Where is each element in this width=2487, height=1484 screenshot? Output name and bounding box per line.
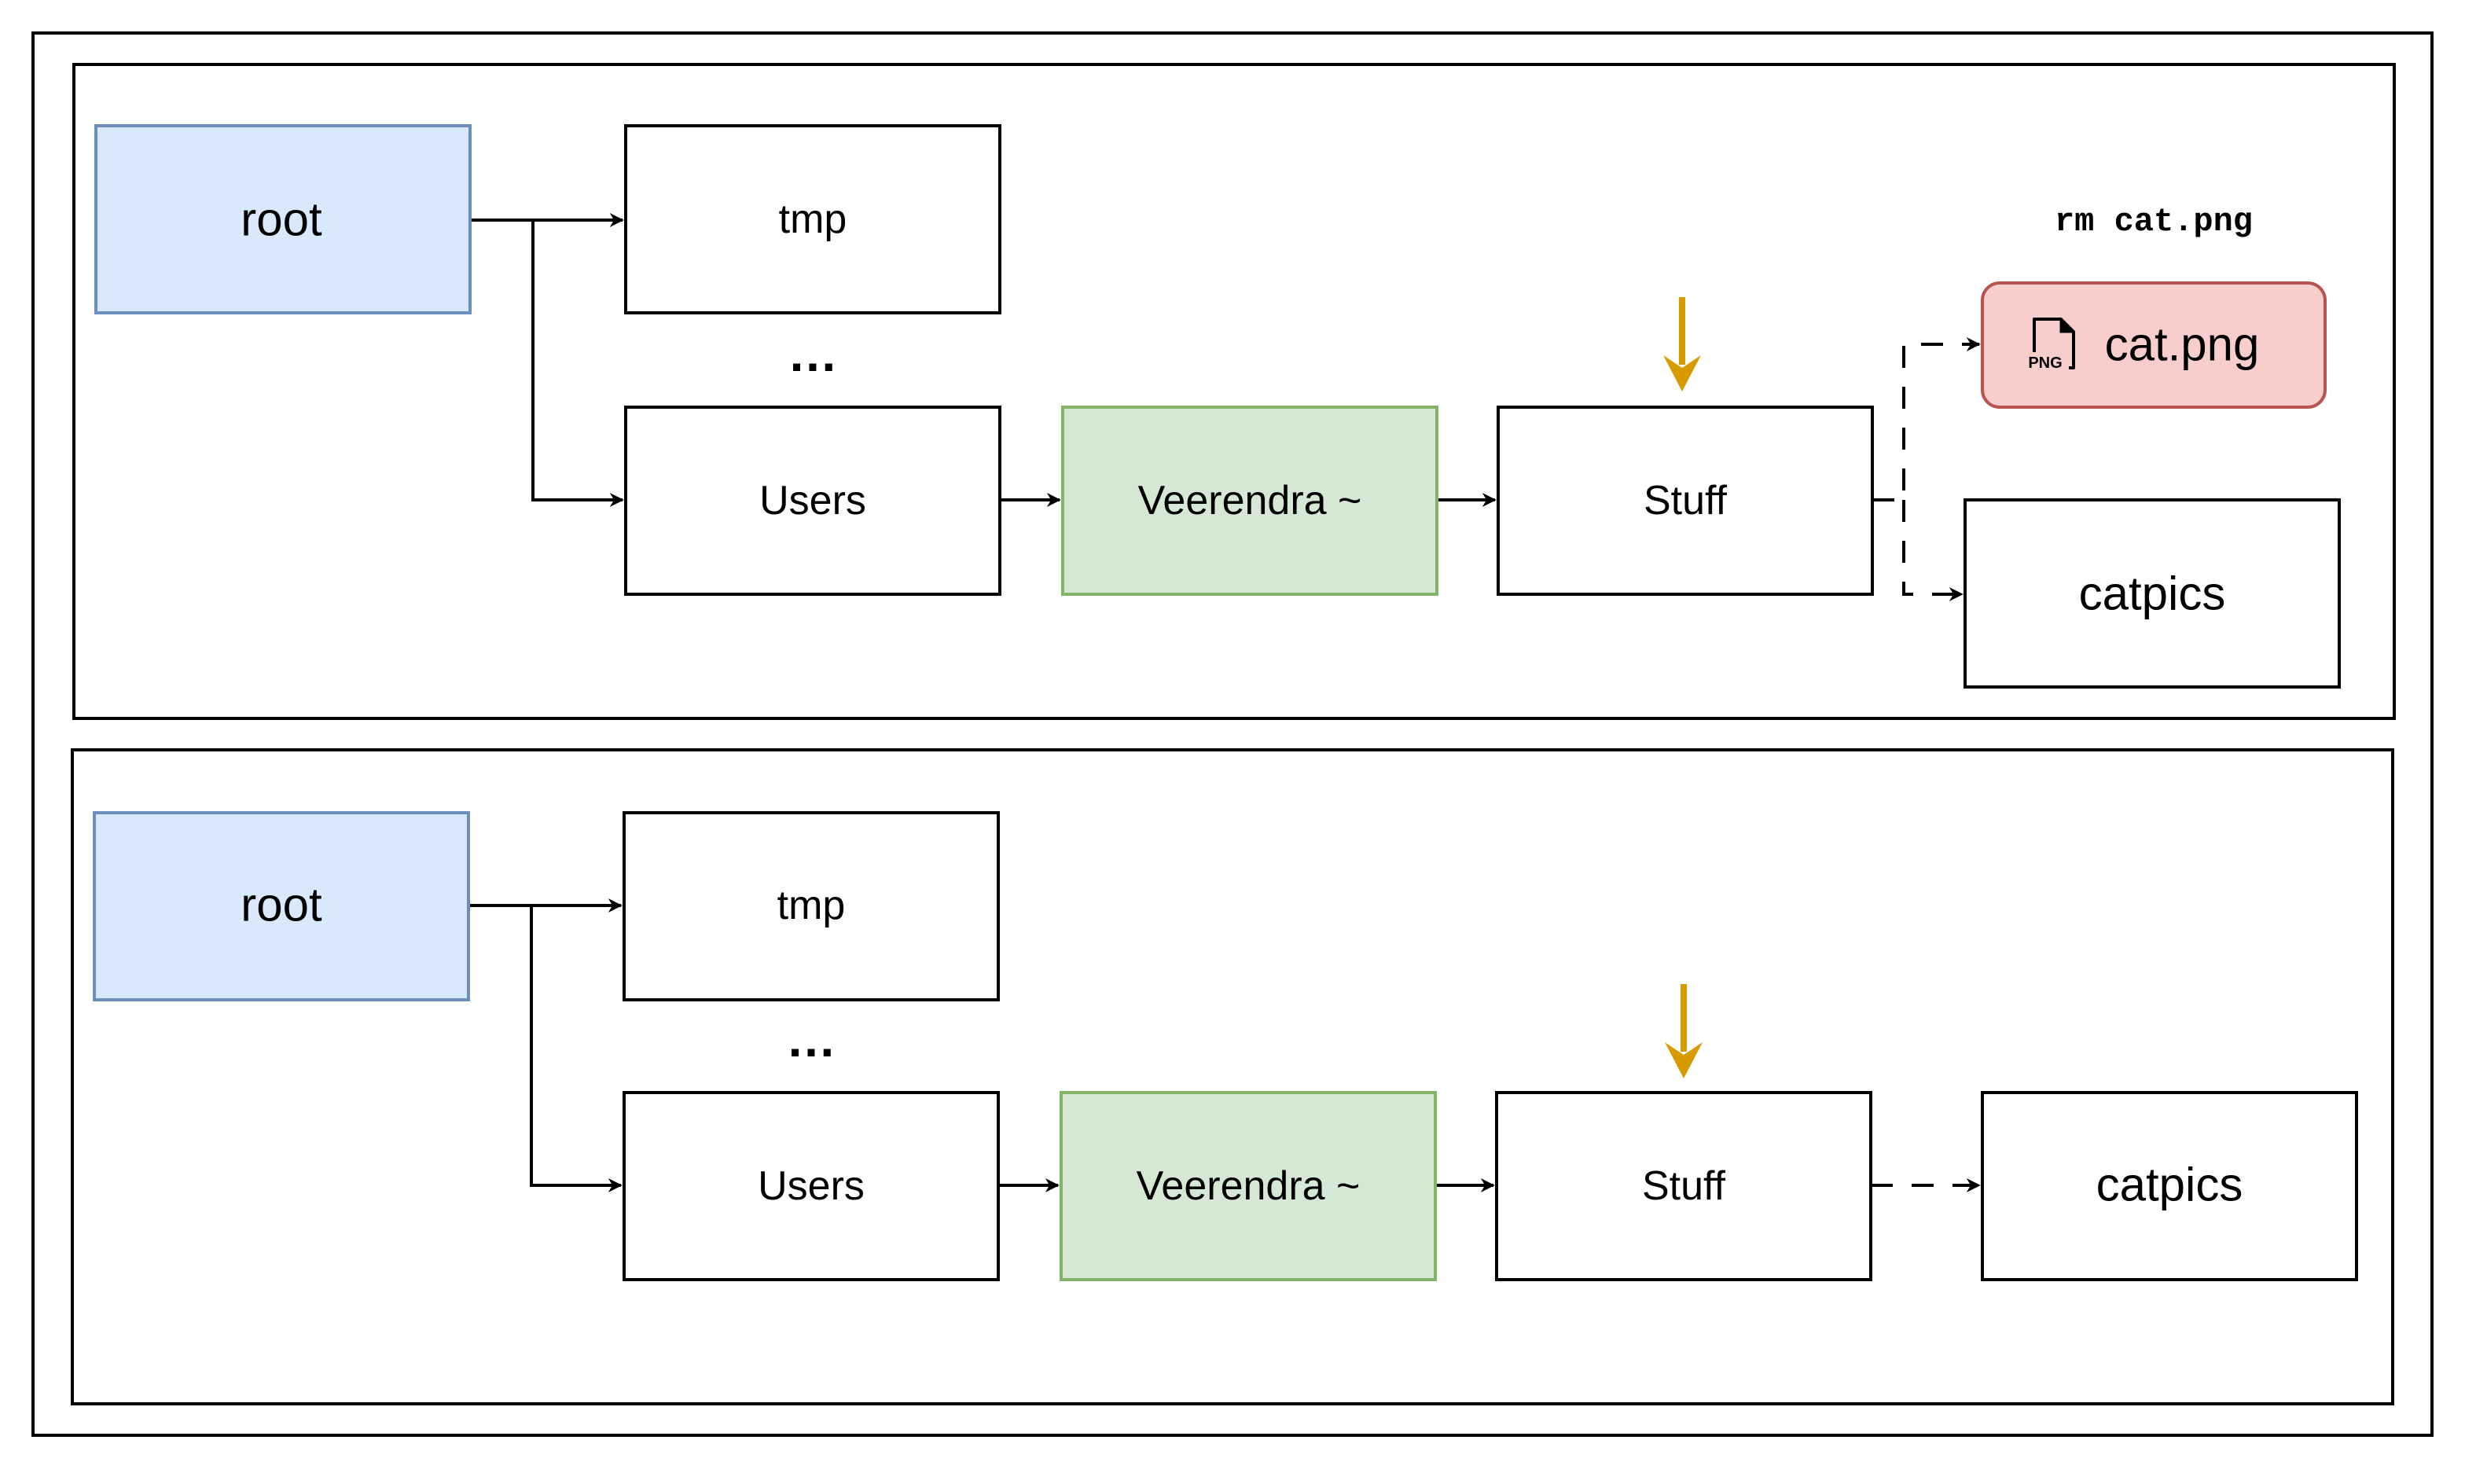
panel-before: [72, 63, 2396, 720]
node-catpng: [1981, 281, 2327, 409]
down-arrow-icon: [1663, 297, 1701, 391]
node-catpics-after-label: catpics: [2096, 1159, 2243, 1211]
node-users-after-label: Users: [758, 1163, 865, 1209]
node-stuff-label: Stuff: [1644, 478, 1728, 523]
node-catpics: [1964, 498, 2341, 689]
node-root-after-label: root: [241, 879, 322, 931]
png-file-icon-label: PNG: [2028, 354, 2062, 372]
node-home: [1061, 406, 1438, 596]
node-stuff-after: [1495, 1091, 1872, 1281]
node-root-after: [93, 811, 470, 1001]
node-catpics-label: catpics: [2079, 568, 2226, 620]
node-tmp-after: [623, 811, 1000, 1001]
connectors-after: [468, 898, 1981, 1192]
edge-root-users: [531, 220, 624, 507]
connectors-before: [470, 213, 1981, 601]
png-file-icon: PNG: [2022, 318, 2075, 372]
edge-stuff-catpics: [1902, 500, 1964, 601]
node-tmp-label: tmp: [779, 197, 847, 242]
node-catpics-after: [1981, 1091, 2358, 1281]
node-home-label: Veerendra ~: [1138, 478, 1362, 523]
panel-after: [71, 748, 2394, 1405]
node-tmp-after-label: tmp: [777, 883, 846, 928]
down-arrow-icon: [1665, 984, 1703, 1078]
node-catpng-label: cat.png: [2105, 318, 2260, 371]
node-root: [94, 124, 472, 314]
node-users-after: [623, 1091, 1000, 1281]
edge-root-users-after: [530, 905, 623, 1192]
ellipsis: …: [788, 325, 838, 382]
command-label: rm cat.png: [2055, 203, 2253, 241]
node-tmp: [624, 124, 1001, 314]
node-home-after: [1060, 1091, 1437, 1281]
outer-frame: [31, 31, 2434, 1437]
node-home-after-label: Veerendra ~: [1137, 1163, 1361, 1209]
node-stuff-after-label: Stuff: [1642, 1163, 1726, 1209]
node-root-label: root: [241, 193, 322, 246]
edge-stuff-catpng: [1872, 337, 1981, 501]
ellipsis-after: …: [786, 1011, 836, 1067]
node-stuff: [1497, 406, 1874, 596]
node-users: [624, 406, 1001, 596]
node-users-label: Users: [759, 478, 866, 523]
